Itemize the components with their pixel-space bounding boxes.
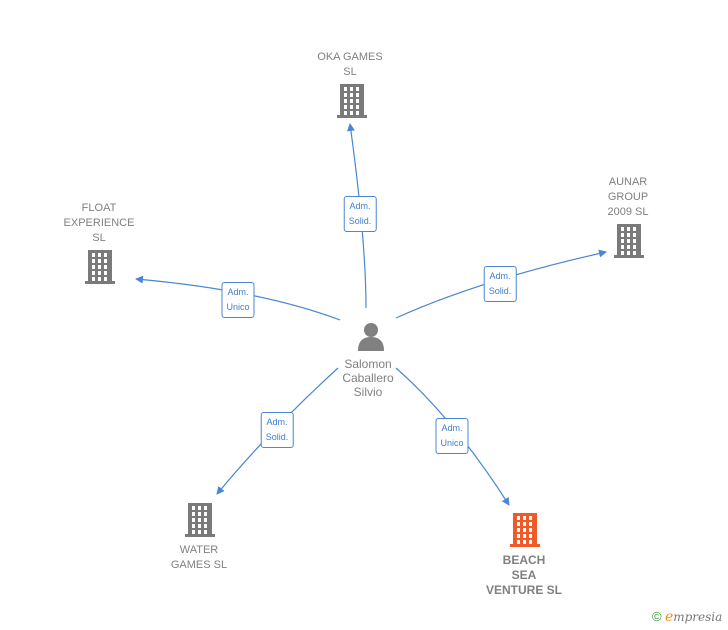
building-icon-beach[interactable] [510,513,540,547]
empresia-logo: © empresia [652,609,723,625]
company-name-water[interactable]: WATER GAMES SL [170,544,228,571]
person-name[interactable]: Salomon Caballero Silvio [342,357,394,399]
relation-label-beach: Adm. Unico [435,418,469,454]
building-icon-oka[interactable] [337,84,367,118]
relation-label-oka: Adm. Solid. [343,196,377,232]
relation-label-aunar: Adm. Solid. [483,266,517,302]
company-name-aunar[interactable]: AUNAR GROUP 2009 SL [607,176,649,218]
person-icon[interactable] [356,321,386,351]
building-icon-water[interactable] [185,503,215,537]
copyright-icon: © [652,609,662,624]
relation-label-water: Adm. Solid. [260,412,294,448]
building-icon-float[interactable] [85,250,115,284]
company-name-float[interactable]: FLOAT EXPERIENCE SL [63,202,135,244]
building-icon-aunar[interactable] [614,224,644,258]
company-name-oka[interactable]: OKA GAMES SL [317,51,383,78]
company-name-beach[interactable]: BEACH SEA VENTURE SL [485,553,562,597]
relation-label-float: Adm. Unico [221,282,255,318]
